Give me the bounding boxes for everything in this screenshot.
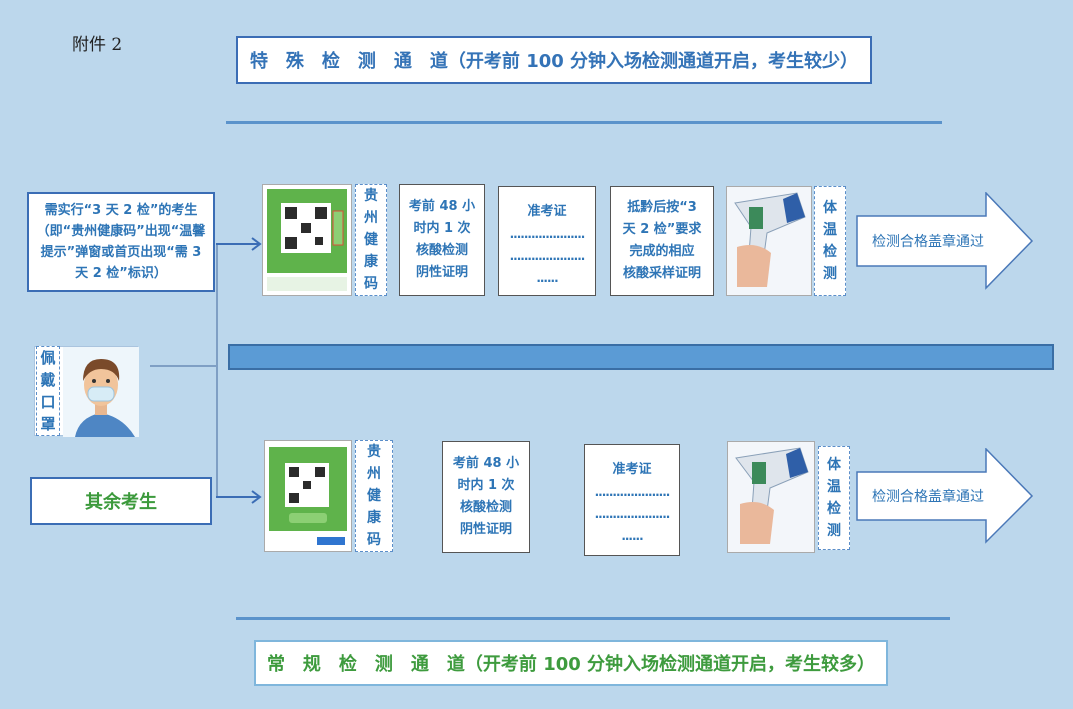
nucleic-test-line: 核酸检测	[459, 500, 512, 515]
admission-dots: ......	[536, 271, 558, 285]
nucleic-test-line: 核酸检测	[415, 243, 468, 258]
connector-line	[216, 243, 218, 497]
admission-ticket-title: 准考证	[612, 462, 652, 477]
special-thermometer-image	[726, 186, 812, 296]
channel-separator-bar	[228, 344, 1054, 370]
nucleic-test-line: 考前 48 小	[452, 456, 520, 471]
three-day-line: 天 2 检”要求	[622, 222, 702, 237]
qr-code-icon	[267, 189, 347, 291]
health-code-char: 码	[364, 276, 378, 292]
special-health-code-label: 贵 州 健 康 码	[355, 184, 387, 296]
admission-dots: ......	[621, 529, 643, 543]
masked-person-icon	[63, 347, 139, 437]
admission-dots: .....................	[509, 227, 586, 241]
three-day-line: 抵黔后按“3	[627, 200, 697, 215]
wear-mask-label: 佩 戴 口 罩	[36, 346, 60, 436]
thermometer-gun-icon	[728, 442, 814, 552]
admission-dots: .....................	[594, 507, 671, 521]
special-pass-arrow-icon	[856, 192, 1034, 290]
nucleic-test-line: 阴性证明	[459, 522, 512, 537]
special-nucleic-test-card: 考前 48 小 时内 1 次 核酸检测 阴性证明	[399, 184, 485, 296]
nucleic-test-line: 时内 1 次	[413, 221, 471, 236]
temp-char: 测	[827, 523, 841, 539]
health-code-char: 康	[364, 254, 378, 270]
qr-code-icon	[269, 447, 347, 545]
special-group-note: 需实行“3 天 2 检”的考生（即“贵州健康码”出现“温馨提示”弹窗或首页出现“…	[27, 192, 215, 292]
regular-channel-title: 常 规 检 测 通 道（开考前 100 分钟入场检测通道开启，考生较多）	[254, 640, 888, 686]
regular-pass-arrow-icon	[856, 448, 1034, 544]
health-code-char: 贵	[367, 444, 381, 460]
connector-line	[150, 365, 218, 367]
regular-health-code-label: 贵 州 健 康 码	[355, 440, 393, 552]
bottom-divider	[236, 617, 950, 620]
temp-char: 检	[823, 244, 837, 260]
top-divider	[226, 121, 942, 124]
health-code-char: 康	[367, 510, 381, 526]
regular-pass-text: 检测合格盖章通过	[872, 489, 984, 505]
thermometer-gun-icon	[727, 187, 811, 295]
temp-char: 体	[823, 200, 837, 216]
regular-thermometer-image	[727, 441, 815, 553]
temp-char: 测	[823, 266, 837, 282]
admission-dots: .....................	[509, 249, 586, 263]
nucleic-test-line: 时内 1 次	[457, 478, 515, 493]
special-pass-text: 检测合格盖章通过	[872, 234, 984, 250]
admission-ticket-title: 准考证	[527, 204, 567, 219]
special-group-note-text: 需实行“3 天 2 检”的考生（即“贵州健康码”出现“温馨提示”弹窗或首页出现“…	[36, 203, 206, 281]
admission-dots: .....................	[594, 485, 671, 499]
three-day-line: 核酸采样证明	[622, 266, 701, 281]
mask-person-card	[34, 346, 139, 437]
regular-temp-label: 体 温 检 测	[818, 446, 850, 550]
regular-admission-ticket-card: 准考证 ..................... ..............…	[584, 444, 680, 556]
special-admission-ticket-card: 准考证 ..................... ..............…	[498, 186, 596, 296]
wear-mask-char: 口	[40, 393, 56, 411]
three-day-line: 完成的相应	[629, 244, 695, 259]
regular-health-code-image	[264, 440, 352, 552]
temp-char: 温	[827, 479, 841, 495]
health-code-char: 州	[364, 210, 378, 226]
health-code-char: 健	[364, 232, 378, 248]
nucleic-test-line: 考前 48 小	[408, 199, 476, 214]
special-temp-label: 体 温 检 测	[814, 186, 846, 296]
regular-group-label: 其余考生	[30, 477, 212, 525]
arrow-to-special-icon	[216, 237, 262, 251]
wear-mask-char: 戴	[40, 371, 56, 389]
attachment-label: 附件 2	[72, 35, 123, 55]
regular-nucleic-test-card: 考前 48 小 时内 1 次 核酸检测 阴性证明	[442, 441, 530, 553]
temp-char: 温	[823, 222, 837, 238]
wear-mask-char: 佩	[40, 349, 56, 367]
health-code-char: 码	[367, 532, 381, 548]
special-health-code-image	[262, 184, 352, 296]
nucleic-test-line: 阴性证明	[415, 265, 468, 280]
temp-char: 检	[827, 501, 841, 517]
special-channel-title: 特 殊 检 测 通 道（开考前 100 分钟入场检测通道开启，考生较少）	[236, 36, 872, 84]
arrow-to-regular-icon	[216, 490, 262, 504]
three-day-test-proof-card: 抵黔后按“3 天 2 检”要求 完成的相应 核酸采样证明	[610, 186, 714, 296]
health-code-char: 贵	[364, 188, 378, 204]
health-code-char: 健	[367, 488, 381, 504]
health-code-char: 州	[367, 466, 381, 482]
wear-mask-char: 罩	[40, 415, 56, 433]
temp-char: 体	[827, 457, 841, 473]
